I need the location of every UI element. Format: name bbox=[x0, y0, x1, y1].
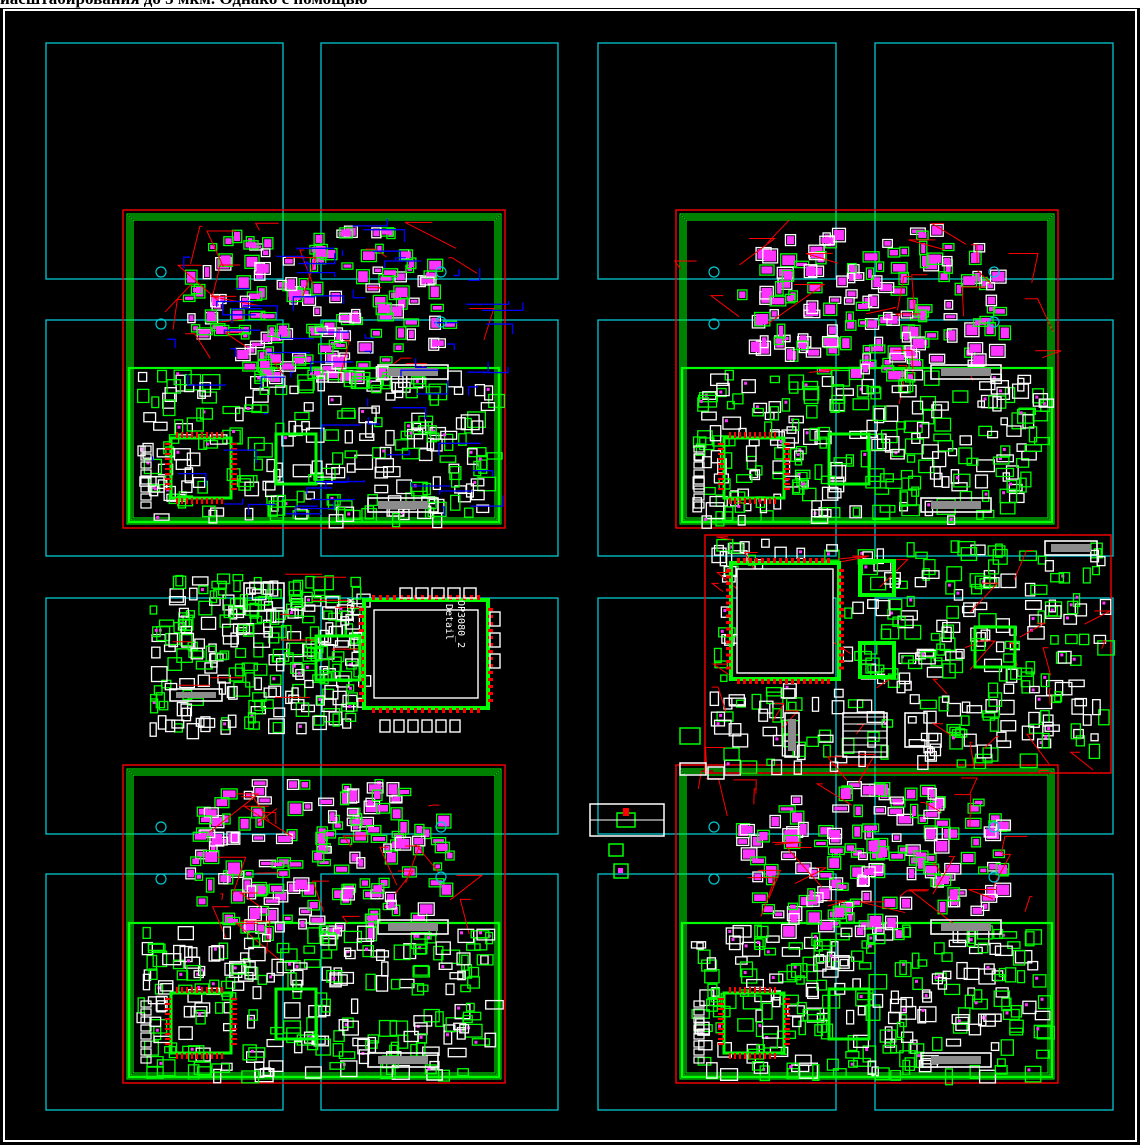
vertical-label: ЖЕЛТ bbox=[344, 598, 355, 622]
board-labels: OP3080_2 Detail ЖЕЛТ bbox=[344, 598, 466, 648]
pcb-board-bottom-left[interactable] bbox=[122, 764, 506, 1084]
document-caption-fragment: иасштабирования до 5 мкм. Однако с помощ… bbox=[0, 0, 1140, 14]
pcb-board-middle-right[interactable] bbox=[697, 534, 1116, 790]
loose-component-group[interactable] bbox=[589, 727, 725, 879]
pcb-layout-canvas[interactable]: OP3080_2 Detail ЖЕЛТ bbox=[0, 8, 1140, 1145]
canvas-border bbox=[3, 9, 1137, 1142]
part-label-b: Detail bbox=[443, 604, 454, 640]
canvas-background bbox=[0, 8, 1140, 1145]
pcb-board-bottom-right[interactable] bbox=[675, 764, 1059, 1086]
pcb-board-top-right[interactable] bbox=[673, 209, 1062, 529]
pcb-board-top-left[interactable] bbox=[122, 209, 524, 529]
part-label-a: OP3080_2 bbox=[455, 600, 466, 648]
pcb-board-middle-left[interactable] bbox=[149, 573, 501, 740]
